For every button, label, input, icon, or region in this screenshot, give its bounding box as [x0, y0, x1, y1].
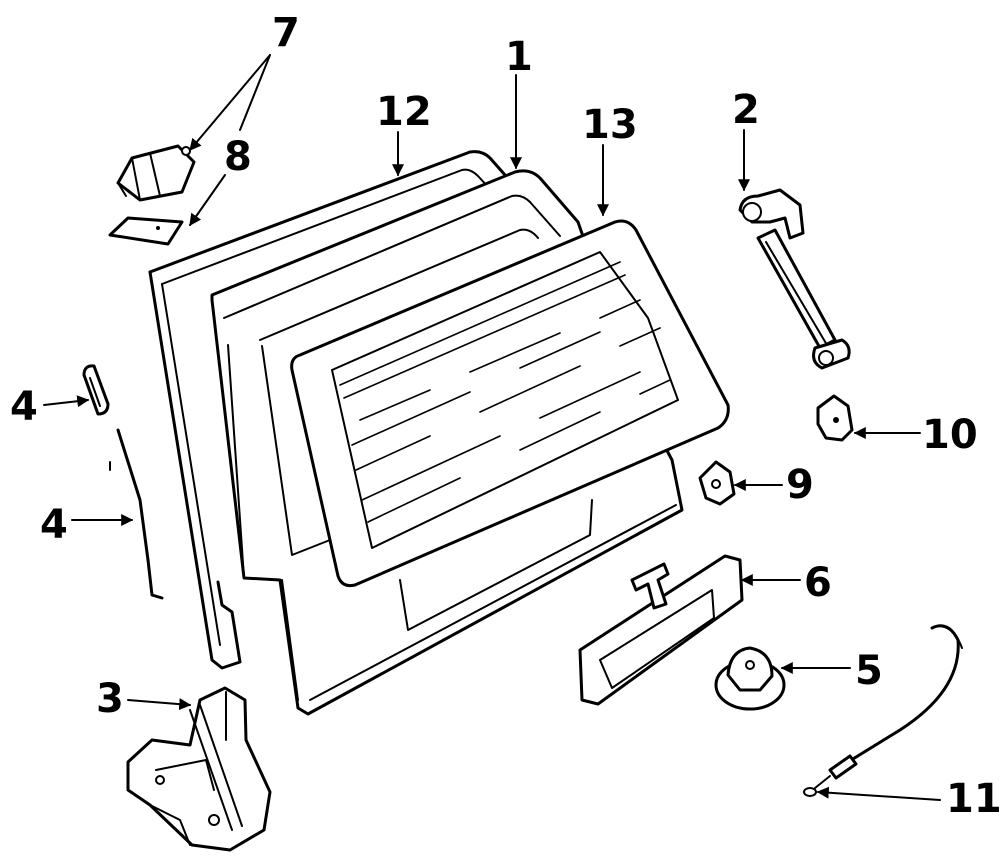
callout-1: 1	[505, 34, 533, 80]
clip-part-4	[82, 364, 110, 416]
cable-part-11	[803, 624, 963, 797]
rod-part-4	[109, 428, 164, 600]
callout-4-rod: 4	[40, 502, 68, 548]
callout-6: 6	[804, 560, 832, 606]
callout-11: 11	[946, 776, 1000, 822]
latch-part-10	[816, 394, 854, 442]
callout-10: 10	[922, 412, 978, 458]
callout-7: 7	[272, 10, 300, 56]
callout-13: 13	[582, 102, 638, 148]
callout-7: 1	[0, 0, 28, 10]
latch-assembly-part-3	[126, 686, 272, 852]
hinge-plate-part-8	[108, 216, 184, 246]
callout-5: 5	[855, 648, 883, 694]
gas-strut-part-2	[738, 188, 851, 370]
callout-4-clip: 4	[10, 384, 38, 430]
handle-part-6	[578, 554, 744, 706]
lock-cylinder-part-5	[714, 646, 786, 711]
callout-2: 2	[732, 87, 760, 133]
callout-9: 9	[786, 462, 814, 508]
rear-glass-part-13	[290, 219, 730, 588]
weatherstrip-part-12	[148, 150, 522, 670]
callout-3: 3	[96, 676, 124, 722]
hinge-part-7	[116, 144, 196, 202]
callout-labels: 1	[0, 0, 28, 10]
leader-lines	[43, 54, 941, 801]
bumper-part-9	[698, 460, 736, 506]
callout-8: 8	[224, 134, 252, 180]
callout-12: 12	[376, 89, 432, 135]
